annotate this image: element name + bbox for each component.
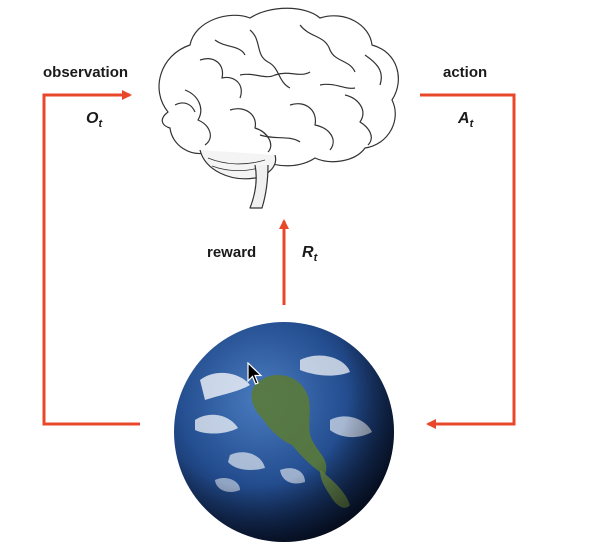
observation-arrow	[42, 90, 140, 426]
action-symbol-letter: A	[458, 110, 470, 127]
reward-symbol: Rt	[302, 244, 317, 264]
reward-symbol-letter: R	[302, 244, 314, 261]
action-symbol: At	[458, 110, 473, 130]
action-symbol-sub: t	[469, 118, 474, 131]
observation-symbol-letter: O	[86, 110, 99, 127]
brain-icon	[158, 7, 399, 209]
earth-globe-icon	[174, 322, 394, 542]
action-arrow	[420, 93, 516, 429]
mouse-cursor-icon	[247, 362, 263, 385]
observation-symbol-sub: t	[98, 118, 103, 131]
observation-label: observation	[43, 64, 129, 81]
reward-label: reward	[207, 244, 257, 261]
action-label: action	[443, 64, 488, 81]
reward-symbol-sub: t	[313, 252, 318, 265]
observation-symbol: Ot	[86, 110, 102, 130]
